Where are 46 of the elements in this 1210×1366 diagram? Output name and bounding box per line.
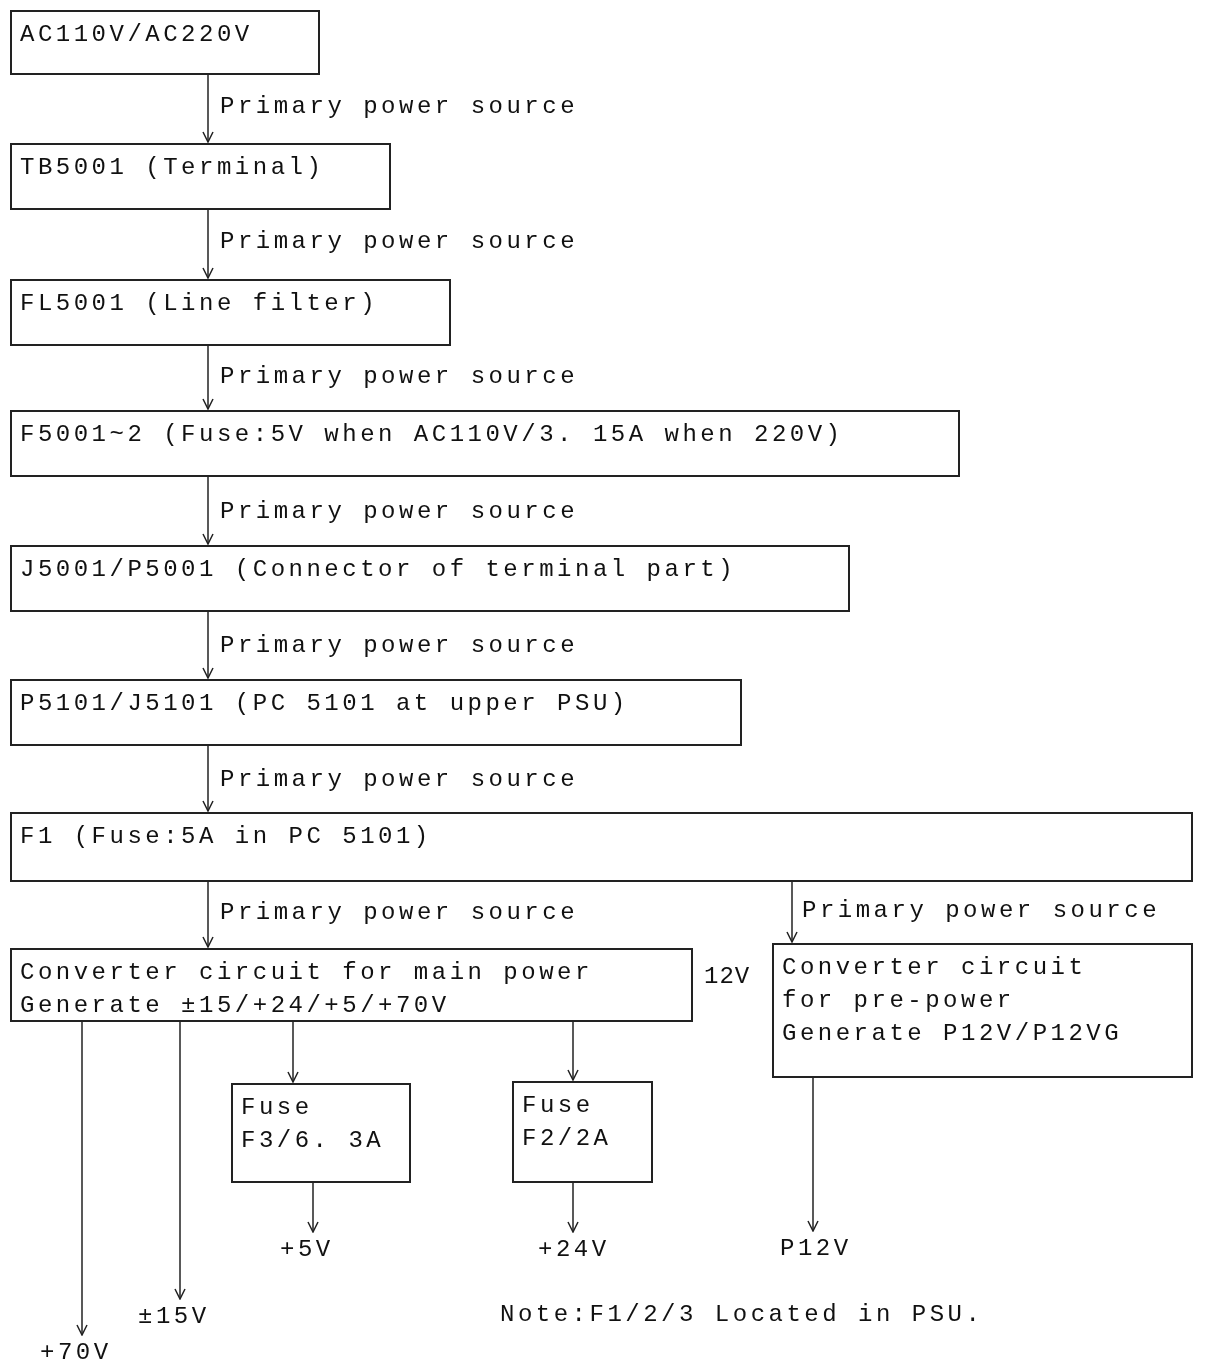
voltage-output-label: +5V xyxy=(280,1235,334,1265)
block-text: Generate ±15/+24/+5/+70V xyxy=(20,991,451,1021)
block-box xyxy=(10,143,391,210)
arrow xyxy=(807,1077,819,1232)
block-text: Generate P12V/P12VG xyxy=(782,1019,1124,1049)
arrow xyxy=(786,881,798,943)
block-box xyxy=(512,1081,653,1183)
block-box xyxy=(10,948,693,1022)
arrow xyxy=(174,1021,186,1300)
block-box xyxy=(10,812,1193,882)
block-text: Converter circuit for pre-power xyxy=(782,953,1088,1016)
voltage-output-label: +24V xyxy=(538,1235,610,1265)
block-box xyxy=(10,545,850,612)
arrow xyxy=(202,345,214,410)
block-text: F3/6. 3A xyxy=(241,1126,386,1156)
arrow xyxy=(202,881,214,948)
arrow xyxy=(567,1021,579,1081)
block-box xyxy=(10,410,960,477)
block-text: Fuse xyxy=(522,1091,595,1121)
arrow xyxy=(202,209,214,279)
block-box xyxy=(10,279,451,346)
arrow xyxy=(202,74,214,143)
arrow xyxy=(567,1182,579,1233)
voltage-output-label: P12V xyxy=(780,1234,852,1264)
block-text: P5101/J5101 (PC 5101 at upper PSU) xyxy=(20,689,630,719)
block-text: J5001/P5001 (Connector of terminal part) xyxy=(20,555,738,585)
block-box xyxy=(772,943,1193,1078)
block-text: FL5001 (Line filter) xyxy=(20,289,380,319)
block-box xyxy=(231,1083,411,1183)
block-text: Converter circuit for main power xyxy=(20,958,594,988)
block-text: TB5001 (Terminal) xyxy=(20,153,326,183)
voltage-output-label: +70V xyxy=(40,1338,112,1366)
block-text: Fuse xyxy=(241,1093,314,1123)
block-box xyxy=(10,10,320,75)
arrow xyxy=(202,476,214,545)
arrow xyxy=(287,1021,299,1083)
block-text: F2/2A xyxy=(522,1124,613,1154)
arrow xyxy=(307,1182,319,1233)
block-text: AC110V/AC220V xyxy=(20,20,254,50)
voltage-output-label: ±15V xyxy=(138,1302,210,1332)
arrow xyxy=(76,1021,88,1336)
block-text: F5001~2 (Fuse:5V when AC110V/3. 15A when 220V) xyxy=(20,420,845,450)
block-text: F1 (Fuse:5A in PC 5101) xyxy=(20,822,433,852)
block-box xyxy=(10,679,742,746)
arrow xyxy=(202,611,214,679)
arrow xyxy=(202,745,214,812)
